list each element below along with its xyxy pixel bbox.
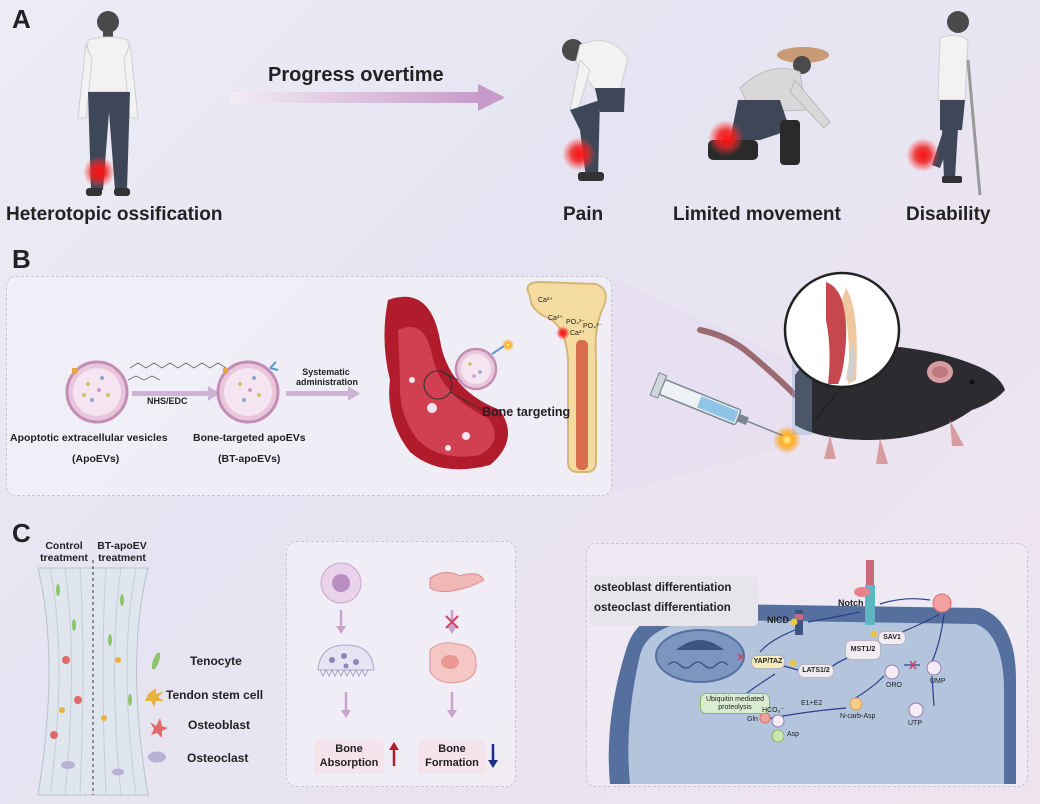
caption-limited-movement: Limited movement: [673, 204, 841, 225]
label-lats: LATS1/2: [798, 664, 834, 678]
administration-label-line2: administration: [296, 377, 359, 387]
treated-label: BT-apoEV treatment: [92, 540, 152, 564]
vesicle-bt-apoevs: [216, 360, 280, 424]
bone-ion-2: Ca²⁺: [548, 315, 563, 322]
panel-b-letter: B: [12, 244, 31, 274]
bone-ion-4: PO₄³⁻: [583, 323, 602, 330]
vesicle-apoevs: [65, 360, 129, 424]
bt-apoevs-abbr: (BT-apoEVs): [218, 453, 281, 465]
figure-standing: [77, 11, 139, 196]
label-sav1: SAV1: [878, 631, 906, 645]
bt-apoevs-label: Bone-targeted apoEVs: [193, 432, 306, 444]
reaction-label: NHS/EDC: [147, 396, 188, 406]
treated-label-line1: BT-apoEV: [97, 540, 147, 552]
figure-limited-movement: [708, 47, 831, 165]
treated-label-line2: treatment: [98, 552, 146, 564]
administration-label: Systematic administration: [296, 367, 359, 387]
label-asp: Asp: [787, 731, 800, 738]
vesicle-zoom: [454, 339, 514, 391]
bone-absorption-line1: Bone: [335, 743, 363, 755]
control-label-line1: Control: [45, 540, 83, 552]
absorption-up-arrow: [389, 742, 399, 766]
bone-formation-line2: Formation: [425, 757, 479, 769]
bone-targeting-label: Bone targeting: [482, 405, 571, 419]
progress-arrow-label: Progress overtime: [268, 64, 444, 86]
apoev-ligand: [932, 593, 952, 613]
label-gln: Gln: [747, 716, 758, 723]
apoevs-label: Apoptotic extracellular vesicles: [10, 432, 168, 444]
label-ncarb-asp: N-carb-Asp: [840, 713, 876, 720]
legend-osteoblast: Osteoblast: [188, 718, 251, 732]
bone-femur: [526, 280, 607, 473]
legend-osteoclast: Osteoclast: [187, 751, 249, 765]
label-oro: ORO: [886, 682, 902, 689]
label-nicd: NICD: [767, 615, 789, 625]
label-ump: UMP: [930, 678, 946, 685]
label-e1e2: E1+E2: [801, 700, 823, 707]
administration-label-line1: Systematic: [302, 367, 350, 377]
tendon-zoom: [783, 271, 901, 389]
figure-disability: [906, 11, 982, 196]
bone-absorption-line2: Absorption: [319, 757, 379, 769]
formation-down-arrow: [488, 744, 498, 768]
label-yap-taz: YAP/TAZ: [751, 655, 785, 669]
bone-formation-line1: Bone: [438, 743, 466, 755]
bone-absorption-box: Bone Absorption: [314, 740, 384, 774]
blood-vessel: [384, 296, 508, 470]
administration-arrow: [286, 386, 360, 401]
bone-ion-5: Ca²⁺: [570, 330, 585, 337]
callout-osteoblast: osteoblast differentiation: [594, 582, 732, 594]
label-ubiquitin-line2: proteolysis: [718, 703, 752, 711]
bone-ion-1: Ca²⁺: [538, 297, 553, 304]
progress-arrow: [230, 84, 505, 111]
syringe: [649, 372, 783, 437]
label-utp: UTP: [908, 720, 922, 727]
panel-c-letter: C: [12, 518, 31, 548]
chemical-structure: [129, 362, 227, 369]
differentiation-callout: [590, 576, 758, 626]
callout-osteoclast: osteoclast differentiation: [594, 602, 731, 614]
control-label: Control treatment: [36, 540, 92, 564]
nucleus: [655, 629, 745, 683]
tendon-stem-cell-icon: [145, 688, 164, 707]
notch-receptor: [795, 560, 875, 635]
legend-tendon-stem-cell: Tendon stem cell: [166, 688, 264, 702]
label-ubiquitin-line1: Ubiquitin mediated: [706, 696, 764, 703]
legend-icons: [145, 652, 168, 763]
panel-a-letter: A: [12, 4, 31, 34]
label-mst: MST1/2: [845, 640, 881, 660]
osteoblast-icon: [150, 718, 168, 738]
bone-ion-3: PO₄³⁻: [566, 319, 585, 326]
caption-pain: Pain: [563, 204, 604, 225]
figure-pain: [562, 39, 629, 181]
bone-formation-box: Bone Formation: [418, 740, 486, 774]
label-ubiquitin: Ubiquitin mediated proteolysis: [700, 693, 770, 715]
caption-disability: Disability: [906, 204, 991, 225]
reaction-arrow: [132, 386, 220, 401]
apoevs-abbr: (ApoEVs): [72, 453, 120, 465]
osteoclast-icon: [148, 751, 166, 763]
control-label-line2: treatment: [40, 552, 88, 564]
label-notch: Notch: [838, 598, 864, 608]
caption-heterotopic-ossification: Heterotopic ossification: [6, 204, 223, 225]
legend-tenocyte: Tenocyte: [190, 654, 242, 668]
tendon-diagram: [37, 560, 149, 796]
label-hco3: HCO₃⁻: [762, 707, 785, 714]
tenocyte-icon: [151, 652, 161, 670]
